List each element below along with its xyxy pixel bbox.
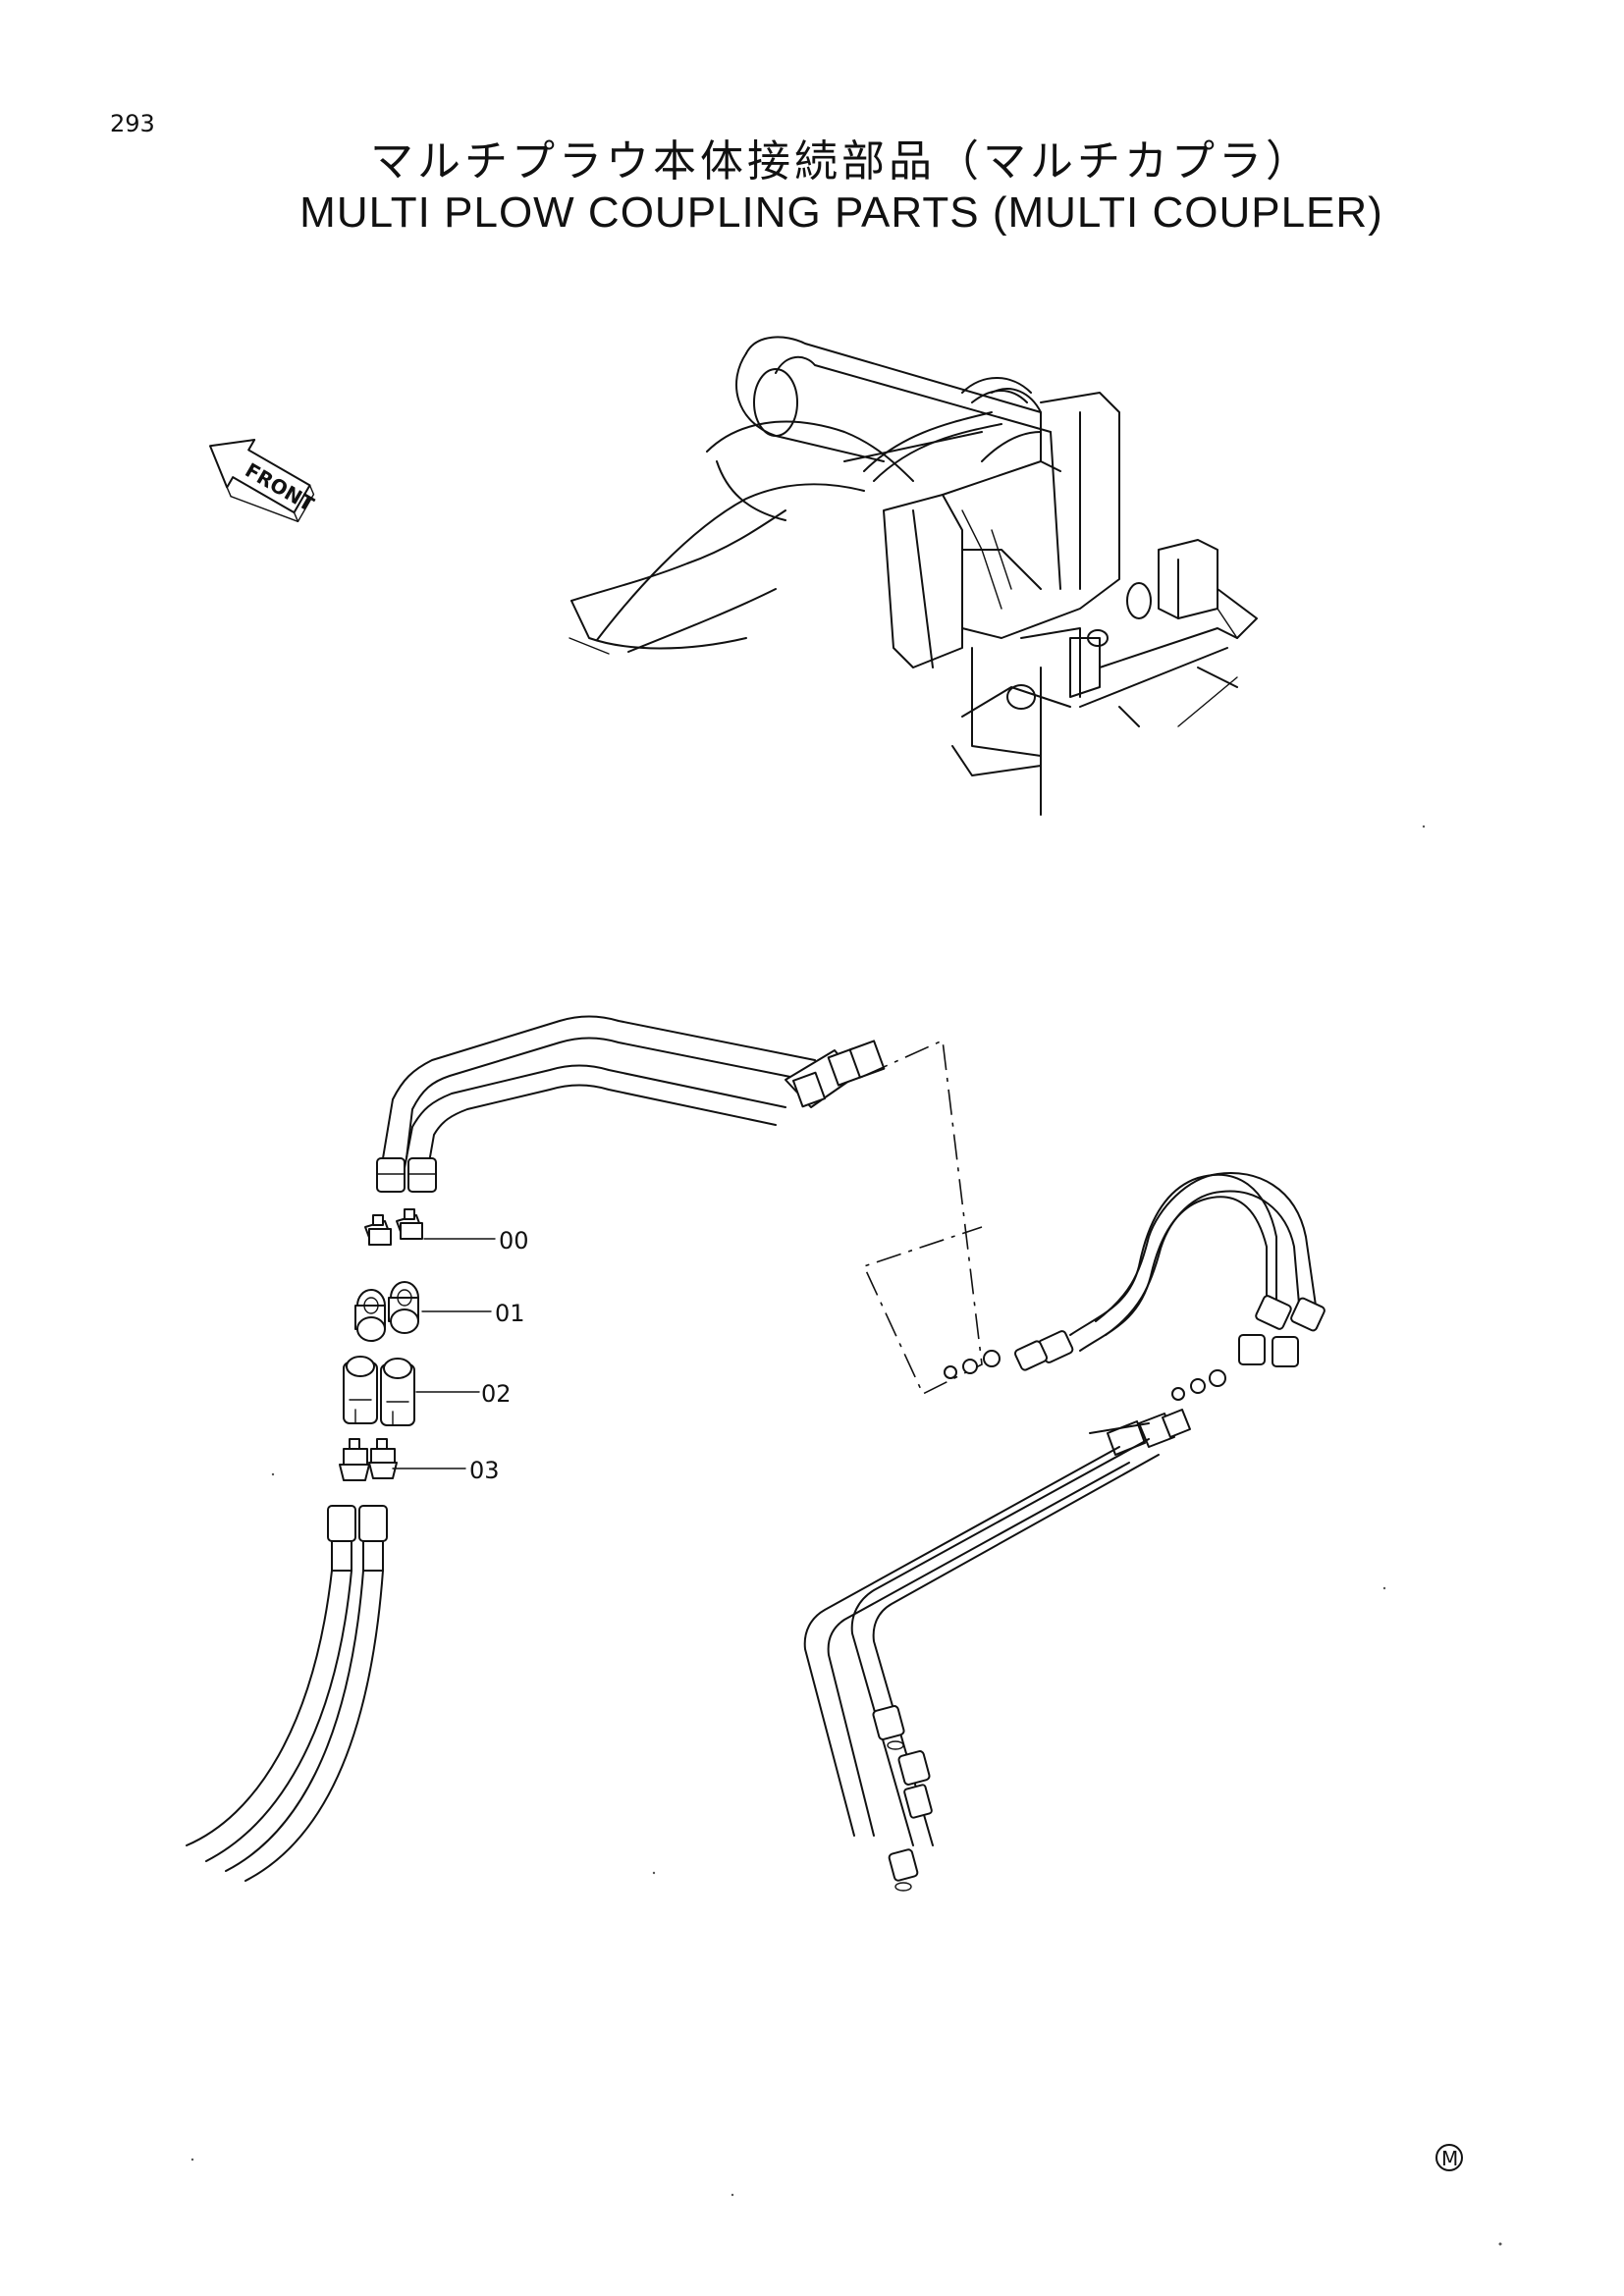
callout-03: 03 <box>469 1457 500 1484</box>
callout-02: 02 <box>481 1380 512 1408</box>
part-01-sleeve <box>354 1281 419 1342</box>
coupler-parts-stack: 00 01 02 03 <box>339 1208 529 1484</box>
hose-assembly-right <box>944 1172 1326 1456</box>
circled-m-mark: M <box>1435 2144 1463 2171</box>
callout-01: 01 <box>495 1300 525 1327</box>
page-title-japanese: マルチプラウ本体接続部品（マルチカプラ） <box>370 136 1313 187</box>
page-number: 293 <box>110 110 155 137</box>
circled-m-letter: M <box>1441 2147 1458 2170</box>
scan-specks <box>190 825 1502 2246</box>
page-title-english: MULTI PLOW COUPLING PARTS (MULTI COUPLER… <box>299 188 1383 237</box>
machine-frame-illustration <box>568 336 1258 816</box>
hose-assembly-left <box>186 1505 388 1882</box>
callout-00: 00 <box>499 1227 529 1255</box>
detail-reference-outline <box>862 1039 983 1396</box>
part-03-nipple <box>339 1438 398 1481</box>
part-02-coupler <box>343 1356 415 1426</box>
pipe-assembly-upper <box>376 1015 886 1193</box>
part-00-nipple <box>364 1208 423 1246</box>
pipe-assembly-lower-right <box>803 1422 1160 1892</box>
front-arrow-icon: FRONT <box>209 439 318 523</box>
